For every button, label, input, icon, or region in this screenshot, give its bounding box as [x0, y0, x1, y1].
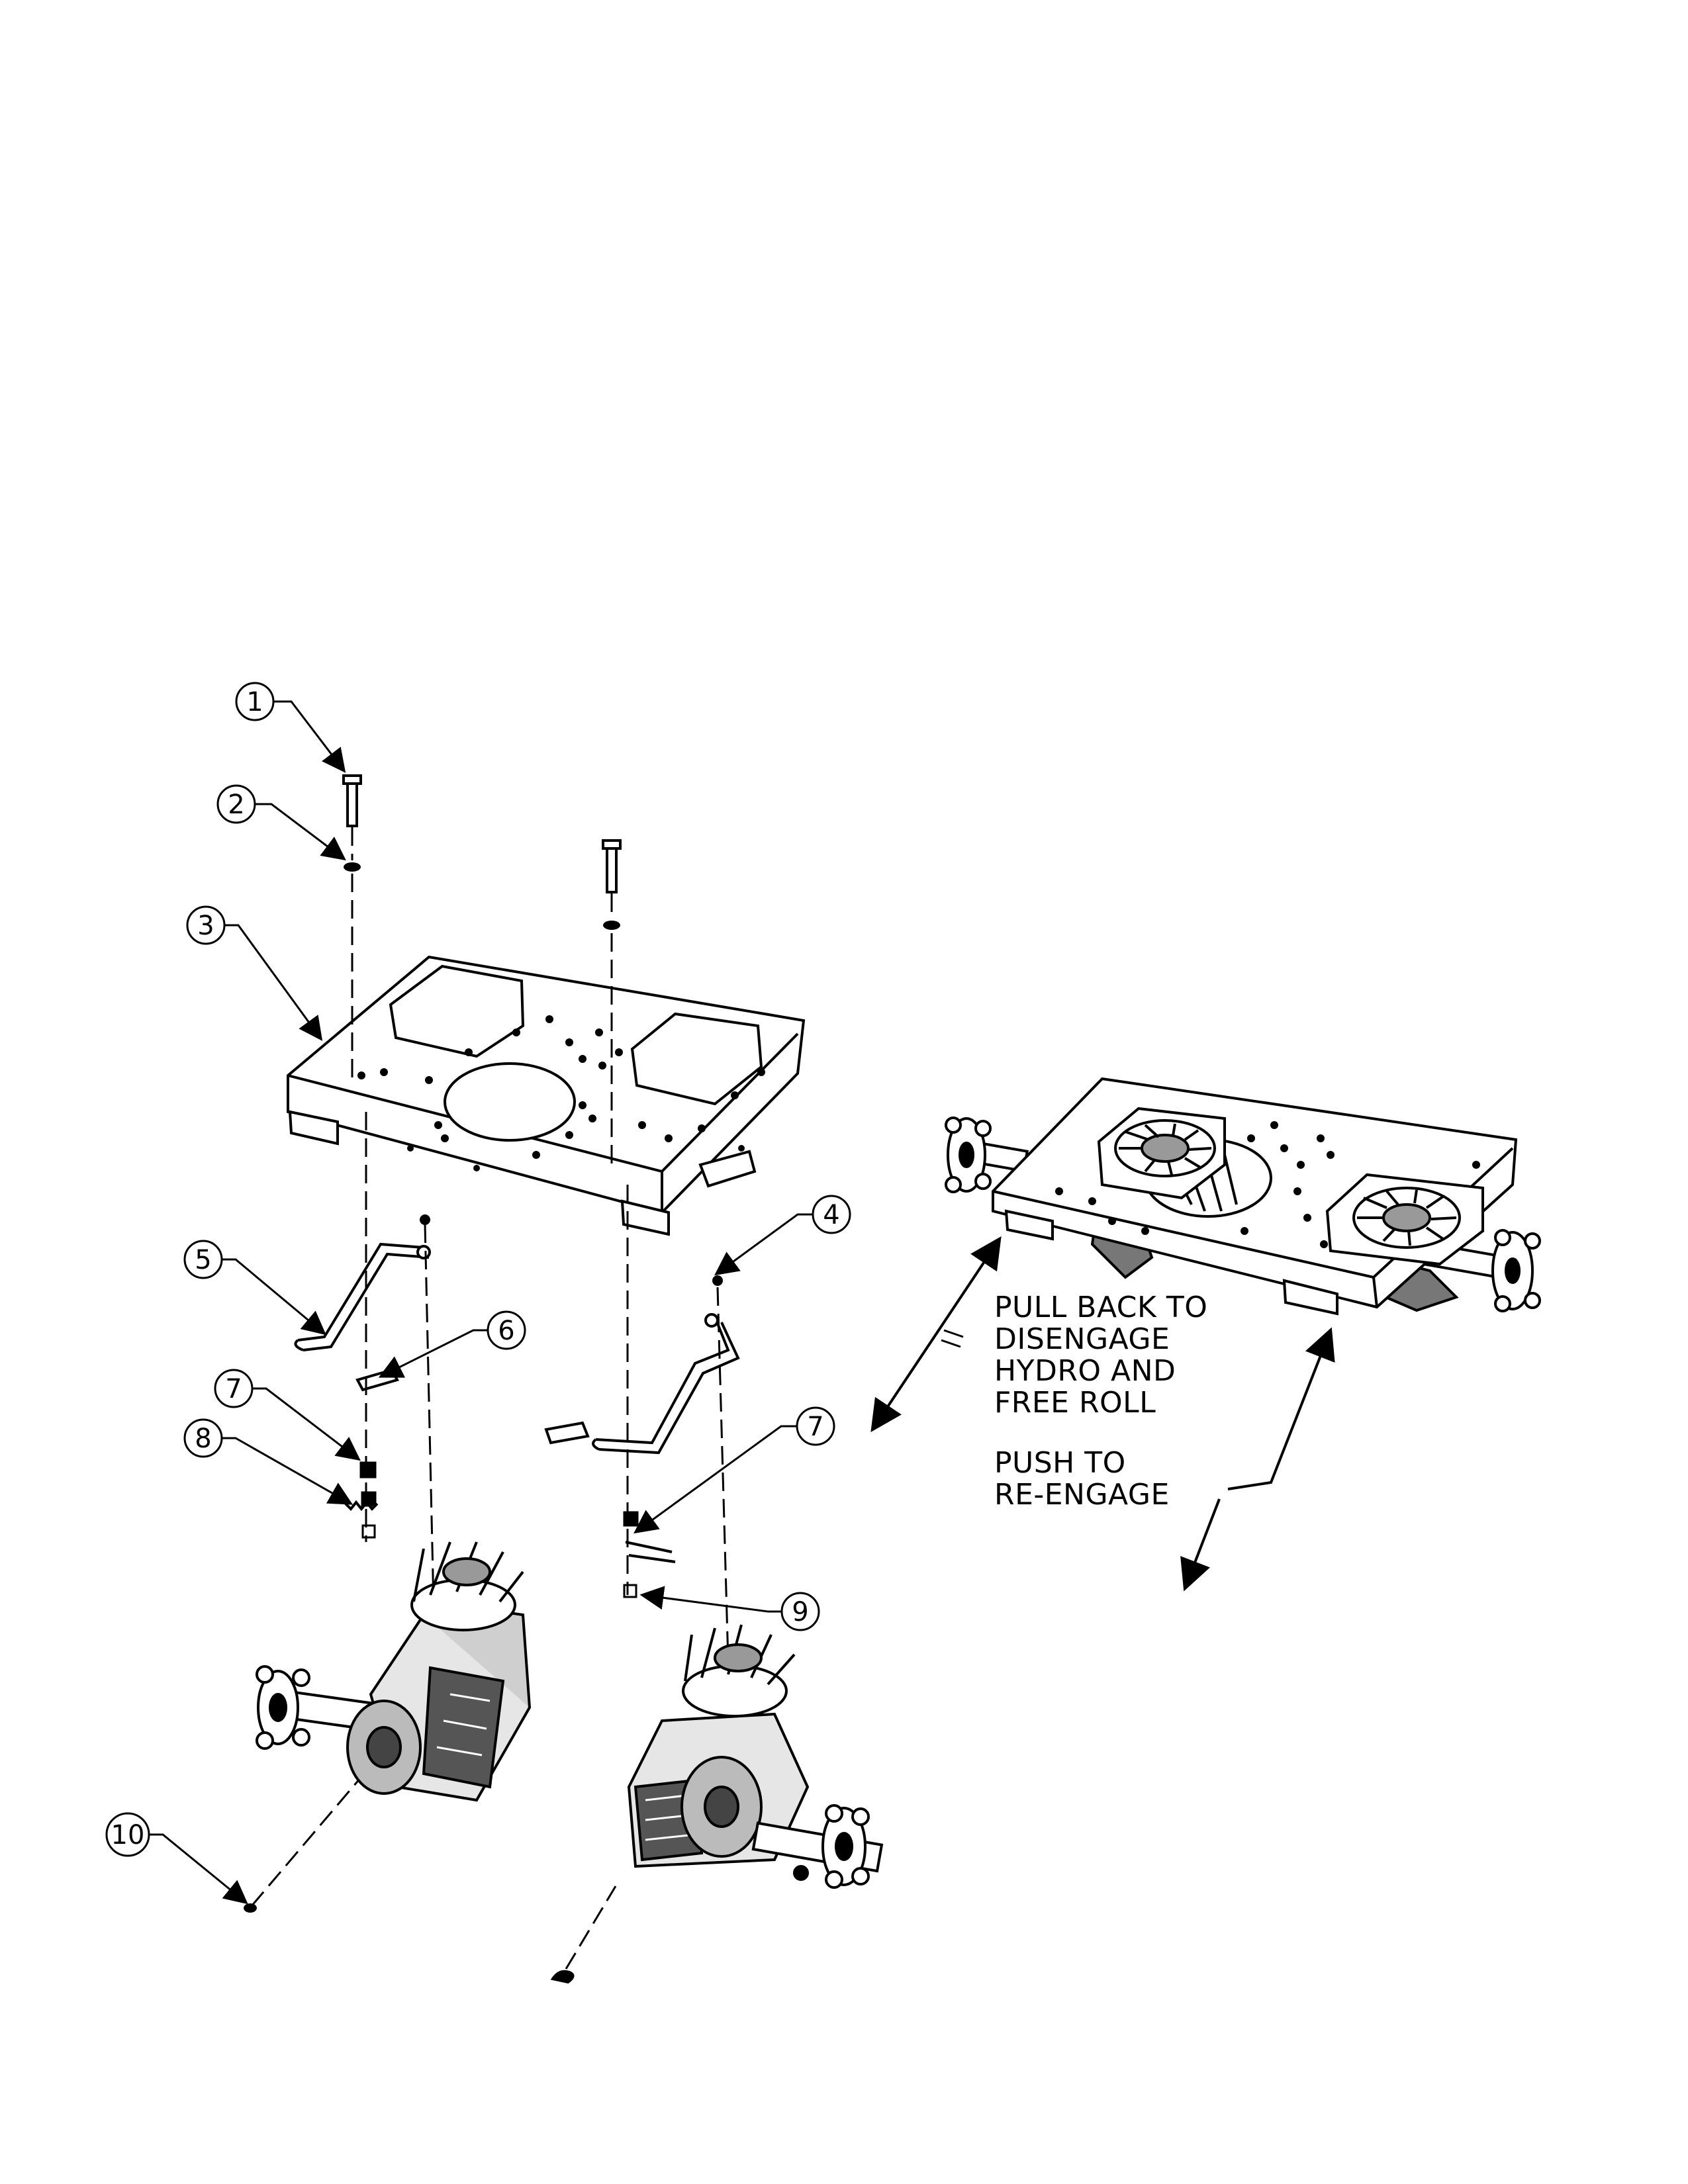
assembled-left-fan: [1097, 1107, 1226, 1200]
right-bolt: [602, 839, 622, 893]
push-instruction: PUSH TO RE-ENGAGE: [994, 1446, 1170, 1512]
callout-1: 1: [235, 682, 275, 721]
right-cotter-pin: [550, 1970, 575, 1984]
left-washer: [344, 862, 361, 872]
svg-text:7: 7: [225, 1374, 242, 1404]
left-spring: [343, 1500, 379, 1512]
mount-holes: [357, 1015, 765, 1171]
assembled-view: [945, 1077, 1541, 1316]
svg-text:7: 7: [807, 1412, 823, 1442]
callout-5: 5: [183, 1240, 223, 1279]
right-rod-pad: [544, 1421, 590, 1445]
transmission-mount-plate: [287, 955, 806, 1236]
assembly-lines: [250, 827, 729, 1970]
assembled-holes: [1055, 1121, 1480, 1248]
right-bypass-rod: [592, 1313, 740, 1455]
assembled-left-hub: [945, 1116, 1029, 1193]
callout-4: 4: [812, 1195, 851, 1234]
assembled-right-fan: [1325, 1173, 1484, 1266]
callout-7-left: 7: [214, 1369, 254, 1408]
callout-7-right: 7: [796, 1406, 835, 1446]
callout-8: 8: [183, 1418, 223, 1458]
left-transmission: [256, 1541, 532, 1802]
svg-text:PUSH TO: PUSH TO: [994, 1446, 1126, 1480]
svg-text:4: 4: [823, 1200, 839, 1230]
left-nut: [359, 1461, 377, 1539]
svg-text:FREE ROLL: FREE ROLL: [994, 1386, 1156, 1420]
left-bolt: [342, 774, 362, 827]
svg-text:10: 10: [111, 1820, 145, 1850]
assembled-right-hub: [1414, 1229, 1541, 1312]
svg-text:1: 1: [246, 687, 263, 717]
svg-text:HYDRO AND: HYDRO AND: [994, 1354, 1176, 1388]
right-washer: [603, 921, 620, 930]
svg-text:3: 3: [197, 911, 214, 941]
callout-10: 10: [105, 1812, 150, 1857]
callout-3: 3: [186, 905, 226, 945]
svg-text:PULL BACK TO: PULL BACK TO: [994, 1291, 1207, 1324]
callout-6: 6: [487, 1310, 526, 1350]
pull-instruction: PULL BACK TO DISENGAGE HYDRO AND FREE RO…: [994, 1291, 1207, 1420]
right-transmission: [627, 1624, 884, 1889]
svg-text:5: 5: [195, 1245, 211, 1275]
svg-text:6: 6: [498, 1316, 514, 1346]
right-spring: [625, 1541, 676, 1563]
push-arrow: [1180, 1327, 1335, 1592]
callout-2: 2: [216, 784, 256, 824]
callout-9: 9: [780, 1592, 820, 1631]
svg-text:8: 8: [195, 1424, 211, 1454]
svg-text:RE-ENGAGE: RE-ENGAGE: [994, 1478, 1170, 1512]
svg-text:9: 9: [792, 1597, 808, 1627]
left-bypass-rod: [294, 1242, 431, 1351]
left-rod-pad: [355, 1368, 399, 1392]
right-top-nut: [420, 1214, 723, 1286]
left-cotter-pin: [244, 1903, 257, 1913]
svg-text:DISENGAGE: DISENGAGE: [994, 1322, 1170, 1356]
svg-text:2: 2: [228, 790, 244, 820]
callout-leaders: [150, 700, 812, 1905]
pull-arrow: [870, 1236, 1002, 1432]
